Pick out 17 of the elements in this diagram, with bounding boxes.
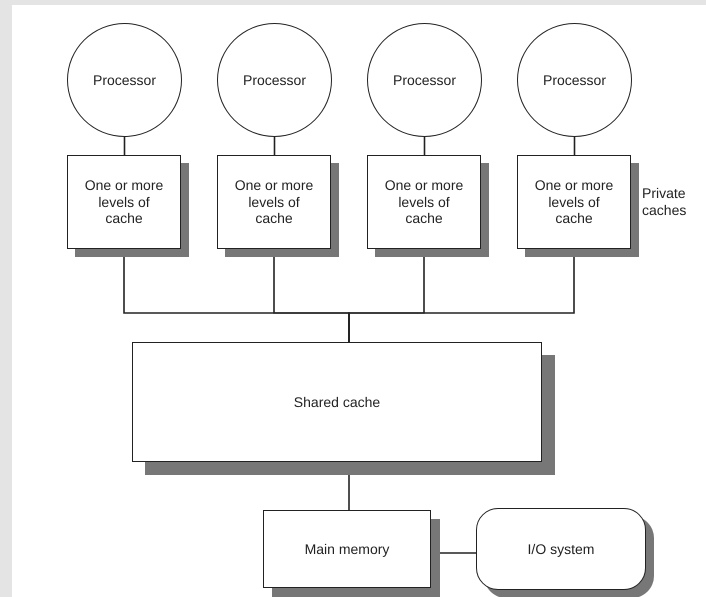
node-label: One or more levels of cache [84,176,164,228]
connector-line [440,552,476,554]
connector-line [124,137,126,155]
node-label: I/O system [528,540,594,558]
node-label: Processor [542,72,606,88]
node-label: One or more levels of cache [234,176,314,228]
connector-line [424,137,426,155]
connector-line [574,137,576,155]
annotation-label: Private caches [642,185,688,219]
node-label: One or more levels of cache [384,176,464,228]
node-label: Main memory [304,540,390,558]
node-label: Shared cache [294,394,380,410]
node-label: Processor [92,72,156,88]
node-label: Processor [242,72,306,88]
node-label: Processor [392,72,456,88]
node-label: One or more levels of cache [534,176,614,228]
connector-line [274,137,276,155]
